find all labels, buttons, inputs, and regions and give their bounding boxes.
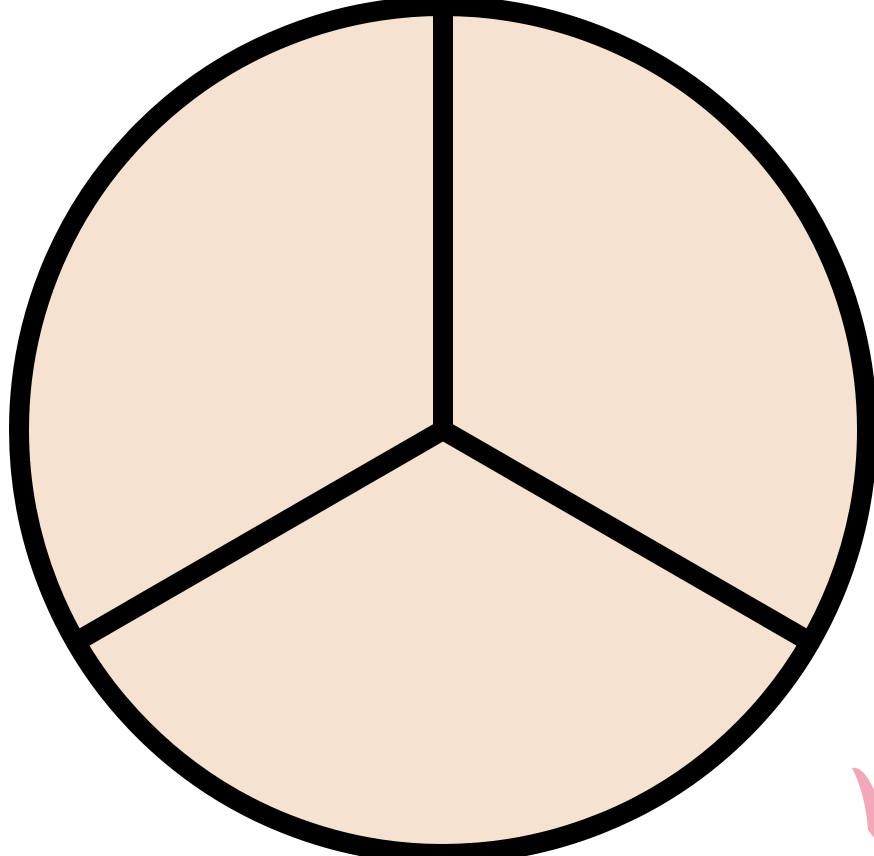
- center-joint: [433, 420, 453, 440]
- pink-petal-icon: [852, 768, 874, 838]
